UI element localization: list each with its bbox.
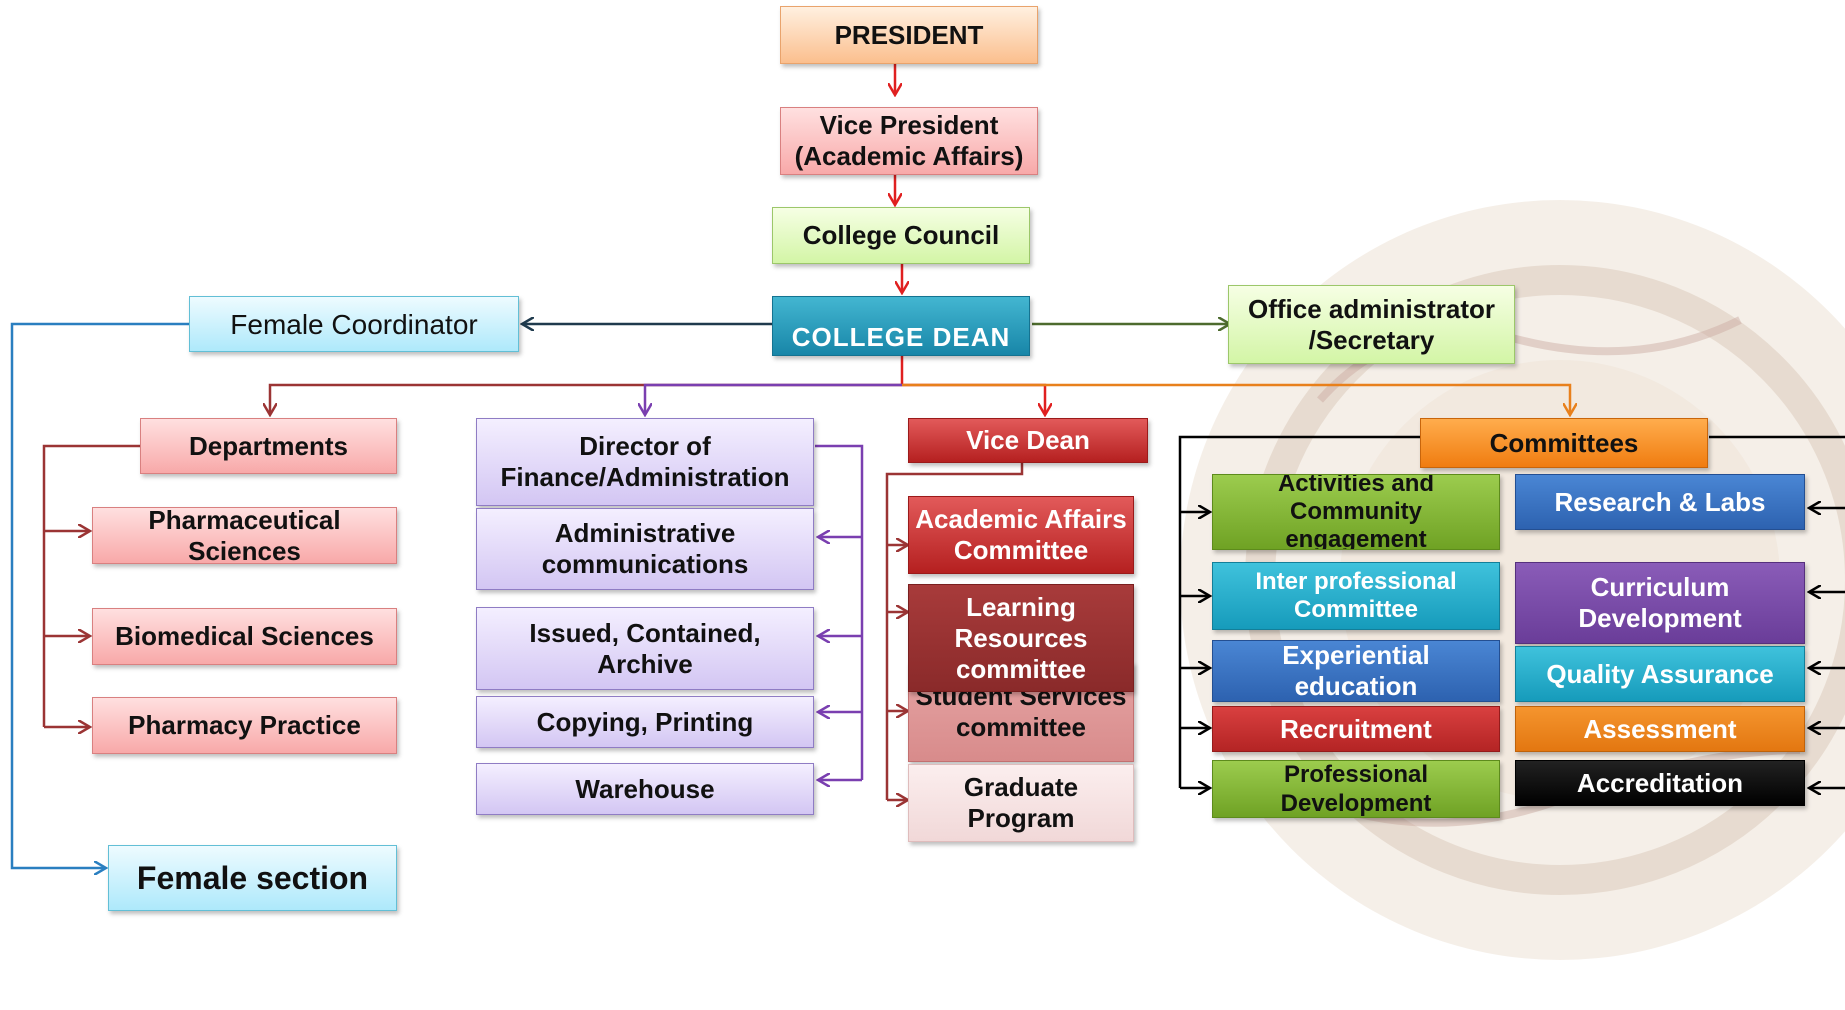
admin-communications-box: Administrative communications <box>476 508 814 590</box>
pharmacy-practice-label: Pharmacy Practice <box>128 710 361 740</box>
research-labs-box: Research & Labs <box>1515 474 1805 530</box>
vice-president-label: Vice President (Academic Affairs) <box>794 110 1024 171</box>
academic-affairs-label: Academic Affairs Committee <box>915 504 1127 565</box>
recruitment-box: Recruitment <box>1212 706 1500 752</box>
female-coordinator-box: Female Coordinator <box>189 296 519 352</box>
admin-communications-label: Administrative communications <box>541 518 749 579</box>
copying-printing-label: Copying, Printing <box>536 706 754 737</box>
president-box: PRESIDENT <box>780 6 1038 64</box>
learning-resources-box: Learning Resources committee <box>908 584 1134 692</box>
warehouse-label: Warehouse <box>575 773 715 804</box>
committees-box: Committees <box>1420 418 1708 468</box>
college-council-label: College Council <box>802 220 1000 250</box>
college-council-box: College Council <box>772 207 1030 264</box>
college-dean-box: COLLEGE DEAN <box>772 296 1030 356</box>
issued-archive-box: Issued, Contained, Archive <box>476 607 814 690</box>
biomedical-sciences-box: Biomedical Sciences <box>92 608 397 665</box>
pharmaceutical-sciences-box: Pharmaceutical Sciences <box>92 507 397 564</box>
activities-community-box: Activities and Community engagement <box>1212 474 1500 550</box>
president-label: PRESIDENT <box>834 19 984 50</box>
office-admin-box: Office administrator /Secretary <box>1228 285 1515 364</box>
copying-printing-box: Copying, Printing <box>476 696 814 748</box>
biomedical-sciences-label: Biomedical Sciences <box>115 621 374 651</box>
female-section-box: Female section <box>108 845 397 911</box>
office-admin-label: Office administrator /Secretary <box>1247 293 1496 355</box>
experiential-education-box: Experiential education <box>1212 640 1500 702</box>
graduate-program-label: Graduate Program <box>963 772 1079 833</box>
director-finance-label: Director of Finance/Administration <box>500 431 790 492</box>
issued-archive-label: Issued, Contained, Archive <box>529 617 761 679</box>
quality-assurance-box: Quality Assurance <box>1515 646 1805 702</box>
assessment-label: Assessment <box>1583 713 1737 744</box>
quality-assurance-label: Quality Assurance <box>1546 658 1774 689</box>
recruitment-label: Recruitment <box>1280 713 1432 744</box>
activities-community-label: Activities and Community engagement <box>1277 474 1435 550</box>
graduate-program-box: Graduate Program <box>908 764 1134 842</box>
research-labs-label: Research & Labs <box>1554 486 1766 517</box>
vice-president-box: Vice President (Academic Affairs) <box>780 107 1038 175</box>
departments-box: Departments <box>140 418 397 474</box>
inter-professional-box: Inter professional Committee <box>1212 562 1500 630</box>
curriculum-development-label: Curriculum Development <box>1578 572 1742 633</box>
female-coordinator-label: Female Coordinator <box>230 308 478 340</box>
vice-dean-box: Vice Dean <box>908 418 1148 463</box>
inter-professional-label: Inter professional Committee <box>1255 568 1457 623</box>
academic-affairs-box: Academic Affairs Committee <box>908 496 1134 574</box>
college-dean-label: COLLEGE DEAN <box>791 321 1011 352</box>
professional-development-box: Professional Development <box>1212 760 1500 818</box>
director-finance-box: Director of Finance/Administration <box>476 418 814 506</box>
professional-development-label: Professional Development <box>1280 761 1432 817</box>
female-section-label: Female section <box>136 859 369 896</box>
top-chain-arrows <box>895 62 902 293</box>
vice-dean-label: Vice Dean <box>966 425 1090 455</box>
assessment-box: Assessment <box>1515 706 1805 752</box>
pharmacy-practice-box: Pharmacy Practice <box>92 697 397 754</box>
experiential-education-label: Experiential education <box>1282 640 1430 701</box>
departments-label: Departments <box>189 430 348 461</box>
warehouse-box: Warehouse <box>476 763 814 815</box>
curriculum-development-box: Curriculum Development <box>1515 562 1805 644</box>
learning-resources-label: Learning Resources committee <box>954 591 1088 684</box>
accreditation-label: Accreditation <box>1576 767 1744 798</box>
pharmaceutical-sciences-label: Pharmaceutical Sciences <box>148 507 341 564</box>
accreditation-box: Accreditation <box>1515 760 1805 806</box>
committees-label: Committees <box>1489 427 1639 458</box>
